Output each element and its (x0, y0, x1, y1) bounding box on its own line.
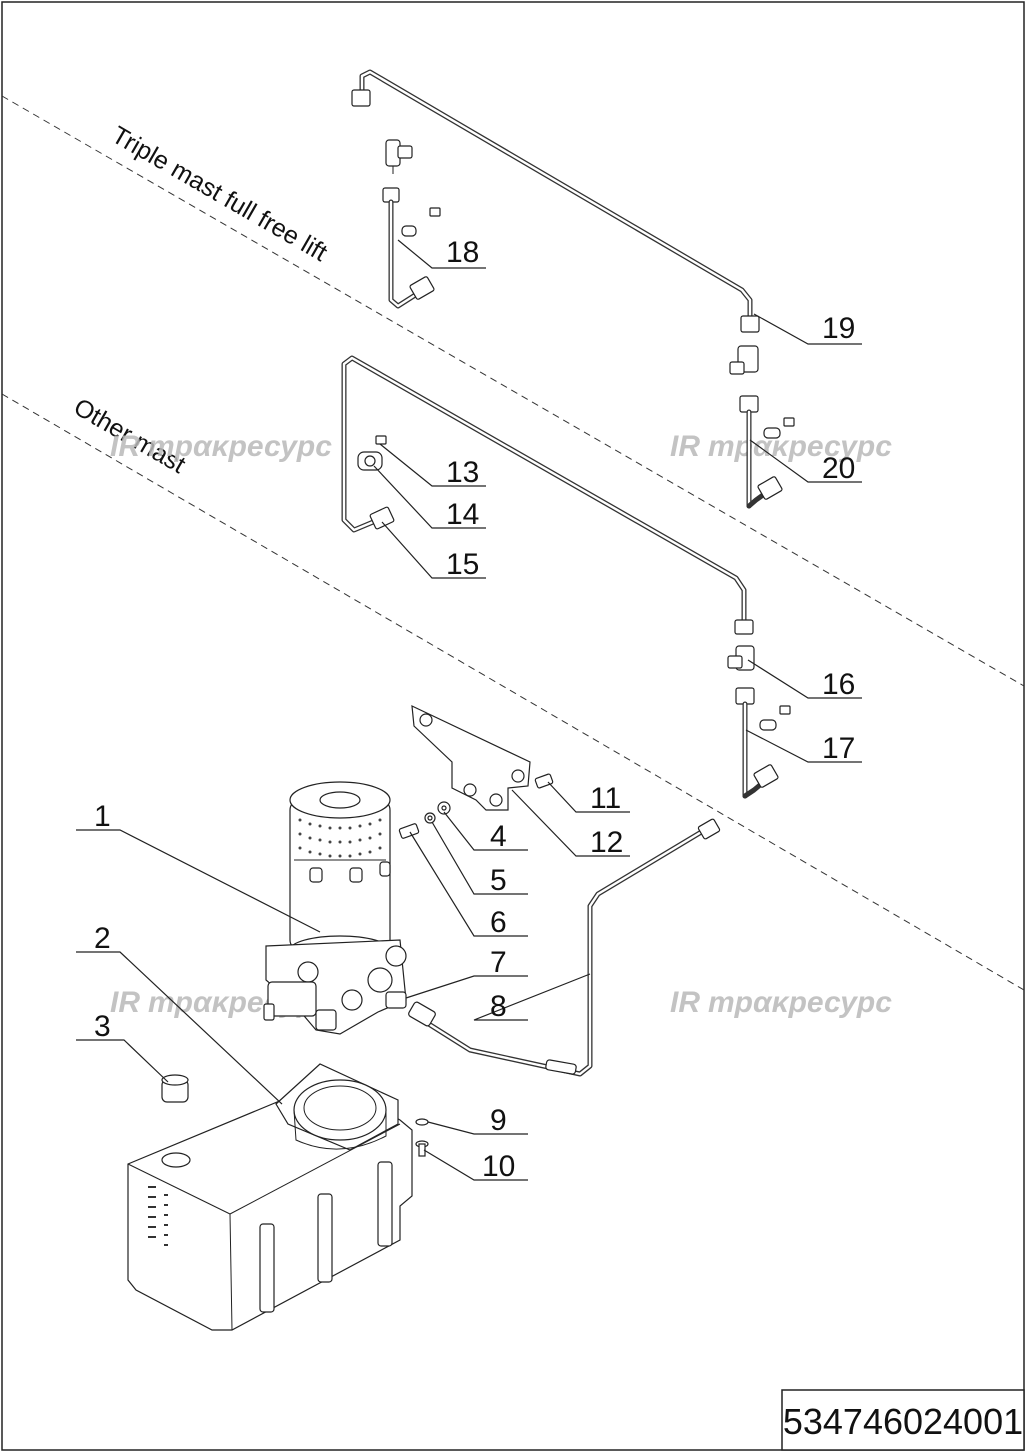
callout-7: 7 (490, 946, 507, 979)
zone-divider-lower (1, 393, 1025, 991)
bolt-11 (534, 773, 554, 789)
callout-9: 9 (490, 1104, 507, 1137)
callout-5: 5 (490, 864, 507, 897)
clamp-14 (357, 451, 383, 471)
pipe-15 (341, 355, 754, 635)
watermark-2: IR трακресурс (670, 430, 892, 463)
callout-14: 14 (446, 498, 479, 531)
hose-8 (408, 818, 721, 1077)
callout-19: 19 (822, 312, 855, 345)
callout-12: 12 (590, 826, 623, 859)
drawing-code: 534746024001 (783, 1401, 1023, 1442)
callout-15: 15 (446, 548, 479, 581)
tee-fitting-right-upper (729, 345, 759, 375)
pipe-20 (739, 395, 795, 509)
callout-10: 10 (482, 1150, 515, 1183)
callout-3: 3 (94, 1010, 111, 1043)
motor-vents (298, 818, 382, 858)
washer-9 (415, 1118, 429, 1126)
svg-text:трακресурс: трακресурс (708, 430, 892, 463)
pipe-19 (351, 69, 760, 333)
bracket-12 (411, 705, 531, 811)
callout-2: 2 (94, 922, 111, 955)
svg-text:трακресурс: трακресурс (708, 986, 892, 1019)
callout-1: 1 (94, 800, 111, 833)
zone-label-triple: Triple mast full free lift (107, 121, 332, 267)
callout-16: 16 (822, 668, 855, 701)
pipe-17 (735, 687, 791, 799)
tee-fitting-top (385, 139, 413, 174)
callout-8: 8 (490, 990, 507, 1023)
bolt-13 (375, 435, 387, 445)
pipe-18 (382, 187, 441, 309)
bolt-10 (415, 1140, 429, 1157)
callout-13: 13 (446, 456, 479, 489)
callout-18: 18 (446, 236, 479, 269)
svg-text:IR: IR (110, 430, 140, 463)
watermark-1: IR трακресурс (110, 430, 332, 463)
leader-lines (76, 239, 862, 1181)
zone-divider-upper (1, 95, 1025, 687)
callout-4: 4 (490, 820, 507, 853)
washer-4 (437, 801, 451, 815)
watermark-4: IR трακресурс (670, 986, 892, 1019)
fitting-7 (385, 991, 407, 1009)
drawing-code-box: 534746024001 (781, 1389, 1025, 1451)
filler-cap-3 (161, 1074, 189, 1103)
svg-text:IR: IR (110, 986, 140, 1019)
tee-fitting-16 (727, 645, 755, 671)
svg-text:трακресурс: трακресурс (148, 430, 332, 463)
svg-text:IR: IR (670, 986, 700, 1019)
callout-20: 20 (822, 452, 855, 485)
bolt-6 (398, 823, 420, 839)
washer-5 (424, 812, 436, 824)
callout-6: 6 (490, 906, 507, 939)
callout-17: 17 (822, 732, 855, 765)
callout-11: 11 (590, 782, 621, 815)
flange-gasket-2 (275, 1063, 399, 1151)
pump-unit-1 (263, 781, 407, 1035)
svg-text:IR: IR (670, 430, 700, 463)
